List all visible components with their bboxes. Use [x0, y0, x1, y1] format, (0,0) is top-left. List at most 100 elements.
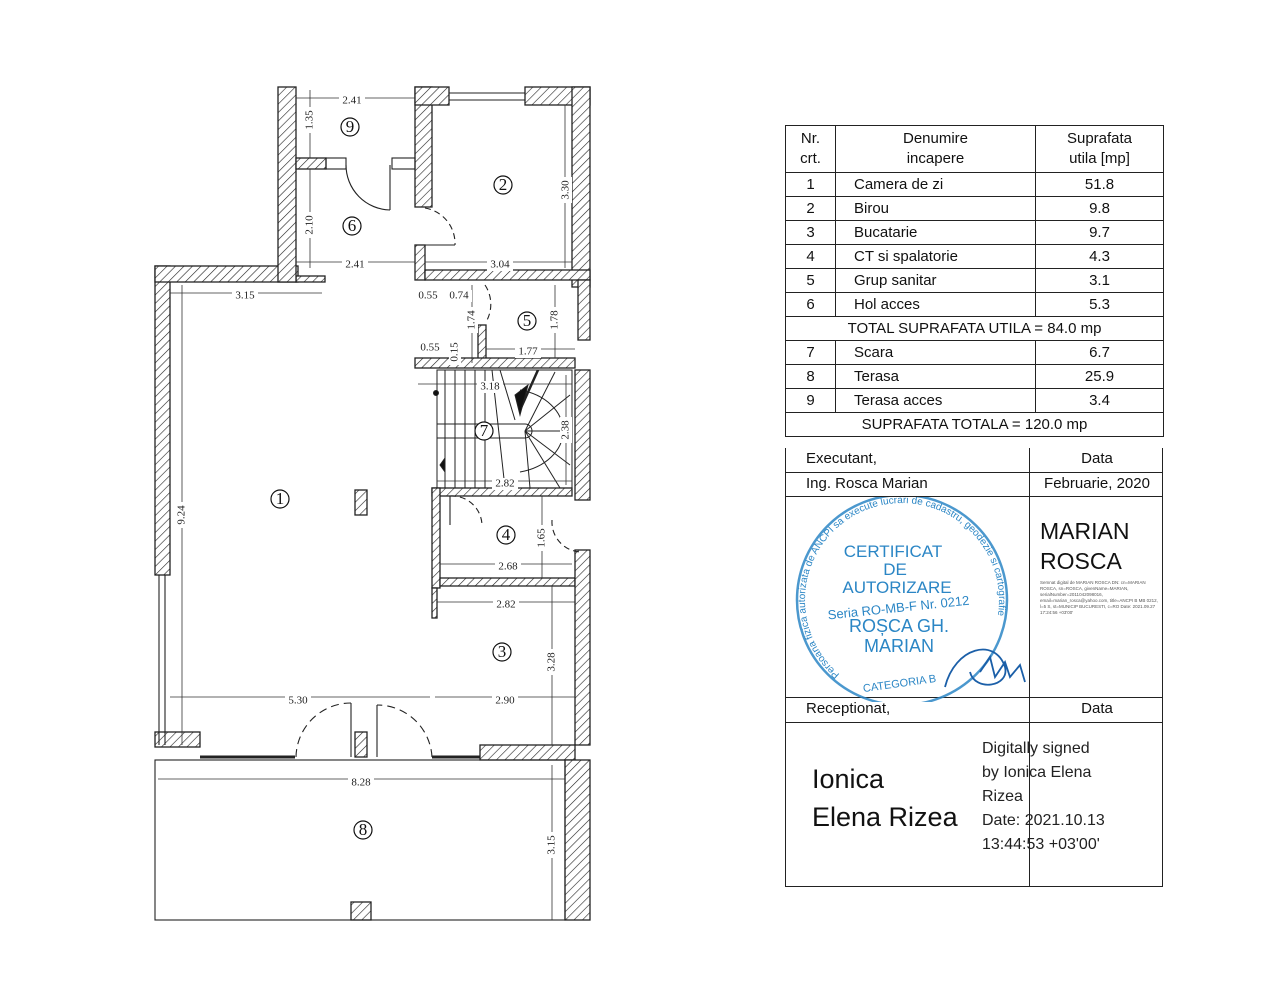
cell-nr: 3 — [785, 220, 836, 245]
cell-name: Camera de zi — [835, 172, 1036, 197]
handwritten-signature — [944, 648, 1026, 688]
dimension-label: 2.90 — [495, 695, 515, 707]
cell-name: Bucatarie — [835, 220, 1036, 245]
room-number: 2 — [499, 175, 508, 194]
cell-name: Birou — [835, 196, 1036, 221]
total-row: SUPRAFATA TOTALA = 120.0 mp — [785, 412, 1164, 437]
signature-line: 13:44:53 +03'00' — [982, 836, 1100, 853]
dimension-label-background — [549, 307, 561, 333]
authorization-stamp: Persoana fizica autorizata de ANCPI sa e… — [795, 497, 1026, 702]
cell-area: 4.3 — [1035, 244, 1164, 269]
stamp-line: MARIAN — [864, 636, 934, 656]
header-area: Suprafata utila [mp] — [1035, 125, 1164, 173]
dimension-label: 3.04 — [490, 259, 510, 271]
signature-block: Executant, Data Ing. Rosca Marian Februa… — [785, 448, 1163, 887]
dimension-label-background — [560, 177, 572, 203]
room-number: 7 — [480, 421, 489, 440]
dimension-label: 8.28 — [351, 777, 371, 789]
dimension-label: 3.15 — [235, 290, 255, 302]
room-number: 1 — [276, 489, 285, 508]
signer1-first-name: MARIAN — [1040, 518, 1130, 544]
dimension-label-background — [285, 695, 311, 707]
total-row: TOTAL SUPRAFATA UTILA = 84.0 mp — [785, 316, 1164, 341]
column-divider — [1029, 448, 1031, 886]
dimension-label: 3.18 — [480, 381, 500, 393]
signer1-last-name: ROSCA — [1040, 548, 1122, 574]
dimension-label-background — [546, 649, 558, 675]
cell-area: 5.3 — [1035, 292, 1164, 317]
dimension-label-background — [232, 290, 258, 302]
room-marker — [270, 489, 290, 509]
dimension-label-background — [477, 381, 503, 393]
executant-row: Executant, Data — [786, 448, 1162, 473]
stamp-bottom: CATEGORIA B — [862, 673, 937, 695]
walls — [154, 86, 591, 921]
total-cell: TOTAL SUPRAFATA UTILA = 84.0 mp — [785, 316, 1164, 341]
data-label: Data — [1081, 450, 1113, 467]
dimension-label: 2.82 — [495, 478, 514, 490]
dimension-label-background — [560, 417, 572, 443]
dimension-label-background — [304, 107, 316, 133]
area-table: Nr. crt. Denumire incapere Suprafata uti… — [785, 125, 1164, 437]
dimension-label-background — [342, 259, 368, 271]
dimension-label: 0.55 — [418, 290, 438, 302]
cell-nr: 5 — [785, 268, 836, 293]
room-number: 3 — [498, 642, 507, 661]
signer2-name-line: Elena Rizea — [812, 802, 958, 832]
dimension-label-background — [339, 95, 365, 107]
stamp-row — [786, 497, 1162, 698]
header-nr: Nr. crt. — [785, 125, 836, 173]
dimension-label-background — [415, 290, 441, 302]
room-number: 9 — [346, 117, 355, 136]
dimension-label-background — [304, 212, 316, 238]
signer2-name-line: Ionica — [812, 764, 885, 794]
room-marker — [517, 311, 537, 331]
dimension-label-background — [492, 478, 518, 490]
cell-nr: 8 — [785, 364, 836, 389]
cell-area: 25.9 — [1035, 364, 1164, 389]
dimension-label: 1.35 — [304, 110, 316, 130]
dimension-label: 2.10 — [304, 215, 316, 235]
cell-area: 6.7 — [1035, 340, 1164, 365]
dimension-label: 3.30 — [560, 180, 572, 200]
dimension-label: 2.41 — [345, 259, 364, 271]
cell-area: 3.4 — [1035, 388, 1164, 413]
signature-line: by Ionica Elena — [982, 764, 1092, 781]
signature-line: Date: 2021.10.13 — [982, 812, 1105, 829]
cell-nr: 2 — [785, 196, 836, 221]
dimension-label: 2.82 — [496, 599, 515, 611]
signer1-digital-details: Semnat digital de MARIAN ROSCA DN: cn=MA… — [1040, 580, 1158, 615]
cell-name: Grup sanitar — [835, 268, 1036, 293]
cell-nr: 6 — [785, 292, 836, 317]
cell-area: 51.8 — [1035, 172, 1164, 197]
receptionat-row: Receptionat, Data — [786, 698, 1162, 723]
windows-doors — [154, 92, 583, 921]
dimension-label: 2.68 — [498, 561, 518, 573]
stamp-line: AUTORIZARE — [842, 578, 951, 597]
cell-name: Terasa — [835, 364, 1036, 389]
dimension-label-background — [446, 290, 472, 302]
room-marker — [492, 642, 512, 662]
dimension-label: 1.78 — [549, 310, 561, 330]
cell-nr: 4 — [785, 244, 836, 269]
room-number: 8 — [359, 820, 368, 839]
cell-nr: 1 — [785, 172, 836, 197]
total-cell: SUPRAFATA TOTALA = 120.0 mp — [785, 412, 1164, 437]
receptionat-label: Receptionat, — [806, 700, 891, 717]
cell-nr: 7 — [785, 340, 836, 365]
dimension-label: 0.15 — [449, 342, 461, 362]
cell-name: Terasa acces — [835, 388, 1036, 413]
signer2-digital-signature: Digitally signed by Ionica Elena Rizea D… — [982, 737, 1105, 857]
cell-name: Hol acces — [835, 292, 1036, 317]
dimension-label-background — [449, 339, 461, 365]
room-marker — [342, 216, 362, 236]
room-number: 4 — [502, 525, 511, 544]
